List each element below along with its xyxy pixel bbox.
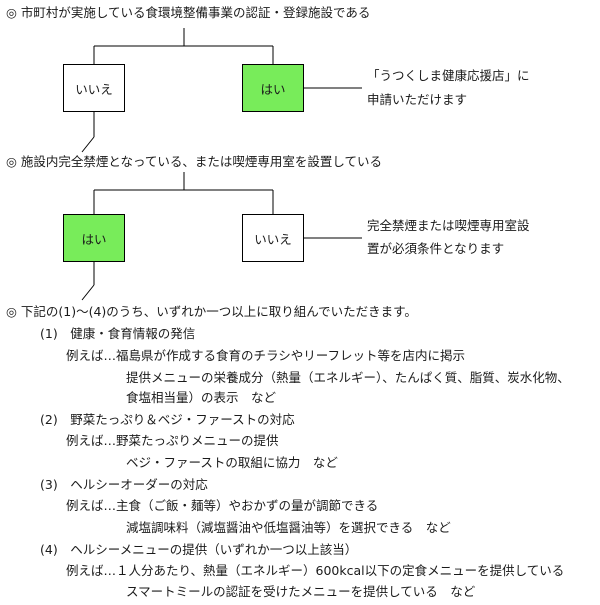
item1-heading: (1) 健康・食育情報の発信 [40,326,196,341]
item1-line2: 提供メニューの栄養成分（熱量（エネルギー）、たんぱく質、脂質、炭水化物、 [126,370,570,385]
q2-yes-box: はい [63,214,125,262]
item1-line3: 食塩相当量）の表示 など [126,390,277,405]
q2-note-line2: 置が必須条件となります [367,241,505,256]
item4-line2: スマートミールの認証を受けたメニューを提供している など [126,584,476,599]
item4-heading: (4) ヘルシーメニューの提供（いずれか一つ以上該当） [40,542,358,557]
q1-question: ◎ 市町村が実施している食環境整備事業の認証・登録施設である [6,5,371,20]
q1-yes-box: はい [242,64,304,112]
q2-note-line1: 完全禁煙または喫煙専用室設 [367,218,530,233]
q2-no-box: いいえ [242,214,304,262]
item1-line1: 例えば…福島県が作成する食育のチラシやリーフレット等を店内に掲示 [66,348,466,363]
item2-heading: (2) 野菜たっぷり＆ベジ・ファーストの対応 [40,412,295,427]
item2-line1: 例えば…野菜たっぷりメニューの提供 [66,433,279,448]
q2-yes-arrow [81,284,95,301]
q1-no-label: いいえ [75,81,113,97]
q2-yes-label: はい [81,231,107,247]
item4-line1: 例えば…１人分あたり、熱量（エネルギー）600kcal以下の定食メニューを提供し… [66,563,565,578]
q3-question: ◎ 下記の(1)～(4)のうち、いずれか一つ以上に取り組んでいただきます。 [6,304,417,319]
q1-no-box: いいえ [63,64,125,112]
q2-no-label: いいえ [254,231,292,247]
q2-question: ◎ 施設内完全禁煙となっている、または喫煙専用室を設置している [6,154,383,169]
q1-no-arrow [81,136,95,153]
item3-line2: 減塩調味料（減塩醤油や低塩醤油等）を選択できる など [126,520,451,535]
q1-note-line2: 申請いただけます [367,92,468,107]
item2-line2: ベジ・ファーストの取組に協力 など [126,455,338,470]
q1-yes-label: はい [260,81,286,97]
q1-note-line1: 「うつくしま健康応援店」に [367,68,530,83]
item3-line1: 例えば…主食（ご飯・麺等）やおかずの量が調節できる [66,498,379,513]
item3-heading: (3) ヘルシーオーダーの対応 [40,477,208,492]
